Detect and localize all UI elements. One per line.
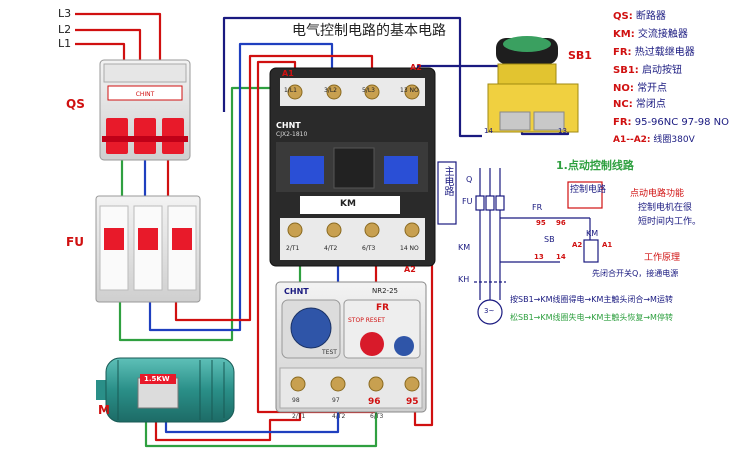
fr-term-97: 97 [332, 397, 340, 404]
motor-label: M [98, 403, 110, 417]
wire-fr-m-1 [154, 412, 302, 442]
schematic-fr: FR [532, 203, 543, 212]
line-l2-label: L2 [58, 23, 72, 36]
fr-bot-2: 4/T2 [332, 413, 346, 420]
page-title: 电气控制电路的基本电路 [292, 23, 446, 39]
sb1-label: SB1 [568, 49, 592, 62]
schematic-heading: 1.点动控制线路 [556, 159, 634, 172]
km-term-6: 6/T3 [362, 245, 376, 252]
fr-term-98: 98 [292, 397, 300, 404]
schematic-a1: A1 [602, 241, 613, 249]
schematic-q: Q [466, 175, 473, 184]
schematic-14: 14 [556, 253, 566, 261]
press-line: 按SB1→KM线圈得电→KM主触头闭合→M运转 [510, 295, 673, 304]
fr-test: TEST [322, 349, 337, 356]
wire-navy-top [222, 16, 482, 138]
km-term-5: 5/L3 [362, 87, 375, 94]
fu-label: FU [66, 235, 84, 249]
release-line: 松SB1→KM线圈失电→KM主触头恢复→M停转 [510, 313, 673, 322]
function-text-1: 控制电机在很 [638, 203, 693, 213]
fr-brand: CHNT [284, 287, 309, 296]
node-14: 14 [484, 127, 493, 135]
sb1-pushbutton [487, 36, 579, 133]
wire-fr-m-2 [164, 412, 340, 434]
legend-item: A1--A2: 线圈380V [613, 135, 695, 145]
km-label: KM [340, 199, 356, 209]
schematic [437, 161, 603, 325]
qs-label: QS [66, 97, 85, 111]
fr-relay [275, 281, 427, 413]
wire-fu-km-red [174, 54, 374, 322]
wire-fr-m-3 [144, 412, 378, 448]
fr-label: FR [376, 303, 390, 313]
km-contactor [269, 67, 436, 267]
work-title: 工作原理 [644, 253, 681, 263]
fu-fuse-block [95, 195, 201, 303]
function-text-2: 短时间内工作。 [638, 217, 702, 227]
km-term-4: 4/T2 [324, 245, 338, 252]
schematic-13: 13 [534, 253, 544, 261]
work-text: 先闭合开关Q，接通电源 [592, 269, 679, 278]
km-a1-label: A1 [282, 69, 294, 78]
fr-term-96: 96 [368, 397, 381, 407]
fr-term-95: 95 [406, 397, 419, 407]
svg-text:CHINT: CHINT [136, 91, 155, 98]
legend-item: FR: 95-96NC 97-98 NO [613, 117, 730, 128]
km-model: CJX2-1810 [276, 131, 308, 138]
fr-stop-reset: STOP RESET [348, 317, 385, 324]
line-l3-label: L3 [58, 7, 72, 20]
legend-item: NO: 常开点 [613, 83, 668, 94]
km-term-14: 14 NO [400, 245, 419, 252]
control-circuit-label: 控制电路 [570, 185, 607, 195]
wire-l2 [75, 28, 142, 62]
km-term-1: 1/L1 [284, 87, 297, 94]
km-term-2: 2/T1 [286, 245, 300, 252]
schematic-fu: FU [462, 197, 473, 206]
schematic-sb: SB [544, 235, 555, 244]
schematic-95: 95 [536, 219, 546, 227]
motor-rating: 1.5KW [144, 375, 170, 383]
schematic-96: 96 [556, 219, 566, 227]
schematic-km: KM [458, 243, 471, 252]
km-a2-bottom-label: A2 [404, 265, 416, 274]
function-title: 点动电路功能 [630, 189, 685, 199]
wire-fu-km-blue [148, 42, 334, 332]
line-l1-label: L1 [58, 37, 72, 50]
motor [96, 357, 235, 423]
legend-item: QS: 断路器 [613, 11, 666, 22]
km-term-3: 3/L2 [324, 87, 337, 94]
wire-l1 [75, 42, 126, 62]
schematic-motor: 3~ [484, 307, 495, 315]
qs-breaker: CHINT [99, 59, 191, 161]
legend-item: SB1: 启动按钮 [613, 65, 682, 76]
km-brand: CHNT [276, 121, 301, 130]
fr-bot-1: 2/T1 [292, 413, 306, 420]
legend-item: KM: 交流接触器 [613, 29, 688, 40]
km-term-13: 13 NO [400, 87, 419, 94]
main-circuit-label: 主电路 [442, 166, 453, 196]
schematic-km-coil: KM [586, 229, 599, 238]
wire-l3 [75, 12, 162, 62]
fr-bot-3: 6/T3 [370, 413, 384, 420]
schematic-kh: KH [458, 275, 470, 284]
legend-item: FR: 热过载继电器 [613, 47, 695, 58]
km-a2-label: A2 [410, 63, 422, 72]
schematic-a2: A2 [572, 241, 583, 249]
node-13: 13 [558, 127, 567, 135]
fr-model: NR2-25 [372, 287, 398, 295]
legend-item: NC: 常闭点 [613, 99, 666, 110]
